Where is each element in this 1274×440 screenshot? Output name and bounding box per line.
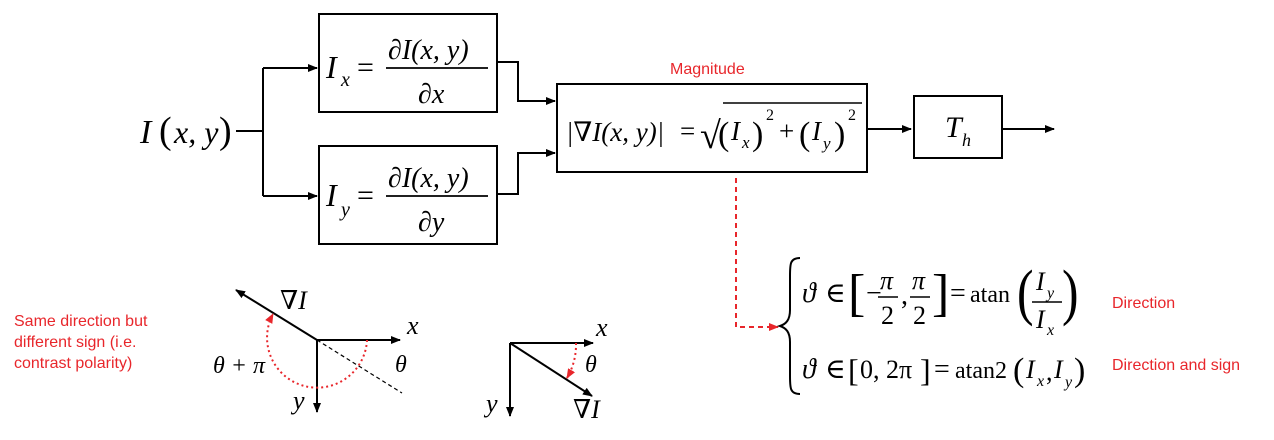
right-x-label: x — [595, 313, 608, 342]
magnitude-box — [556, 83, 868, 173]
input-rparen: ) — [219, 110, 232, 152]
mag-t1-I: I — [730, 116, 742, 146]
mag-sqrt: √ — [700, 115, 721, 157]
dir2-range: 0, 2π — [860, 355, 912, 384]
input-I: I — [139, 114, 153, 151]
input-image-label: I ( x, y ) — [139, 110, 232, 152]
dir2-theta: ϑ — [802, 354, 817, 385]
dir2-eq: = — [934, 354, 950, 385]
dir1-rp: ) — [1062, 259, 1079, 327]
left-theta-pi-label: θ + π — [213, 353, 266, 379]
dir2-lb: [ — [848, 352, 859, 388]
left-opposite-dashed — [316, 339, 403, 394]
dir2-rb: ] — [920, 352, 931, 388]
direction-connector — [735, 178, 779, 331]
mag-t1-sub: x — [741, 133, 750, 152]
dir1-eq: = — [950, 278, 966, 309]
dir2-rp: ) — [1074, 352, 1085, 389]
ix-I: I — [325, 49, 338, 85]
left-grad-label: ∇I — [280, 286, 308, 315]
dir1-comma: , — [901, 280, 908, 311]
input-splitter — [236, 64, 318, 200]
dir1-lb: [ — [848, 265, 865, 322]
dir1-two1: 2 — [881, 301, 894, 330]
dir2-Ix-sub: x — [1036, 373, 1044, 390]
ix-eq: = — [357, 51, 374, 84]
right-y-label: y — [483, 389, 498, 418]
dir1-minus: − — [866, 278, 882, 309]
derivative-y-formula: I y = ∂I(x, y) ∂y — [325, 163, 488, 238]
dir2-Iy: I — [1053, 355, 1064, 384]
dir2-atan2: atan2 — [955, 358, 1007, 384]
derivative-x-box — [318, 13, 498, 113]
dir2-Iy-sub: y — [1063, 374, 1073, 391]
direction-brace — [776, 257, 801, 395]
mag-eq: = — [680, 116, 695, 146]
dir1-Ix: I — [1035, 305, 1046, 334]
direction-equations: ϑ ∈ [ − π 2 , π 2 ] = atan ( I y I x ) ϑ… — [776, 257, 1085, 395]
dir2-Ix: I — [1025, 355, 1036, 384]
iy-num: ∂I(x, y) — [388, 163, 469, 194]
dir1-two2: 2 — [913, 301, 926, 330]
input-args: x, y — [173, 114, 219, 150]
threshold-box — [913, 95, 1003, 159]
right-axes-diagram: x y ∇I θ — [483, 313, 608, 424]
threshold-sub: h — [962, 130, 971, 150]
mag-t1-rp: ) — [752, 116, 763, 153]
iy-eq: = — [357, 179, 374, 212]
dir1-atan: atan — [970, 282, 1010, 308]
magnitude-label: Magnitude — [670, 61, 745, 78]
polarity-note-line2: different sign (i.e. — [14, 334, 136, 351]
mag-t2-lp: ( — [799, 116, 810, 153]
direction-sign-label: Direction and sign — [1112, 357, 1240, 374]
right-theta-arc — [566, 342, 578, 379]
mag-t2-sub: y — [821, 134, 831, 153]
dir1-pi2: π — [912, 266, 926, 295]
threshold-T: T — [945, 111, 964, 144]
mag-lhs: |∇I(x, y)| — [566, 117, 664, 147]
connector-lines — [497, 61, 556, 195]
left-theta-pi-arc — [265, 313, 368, 389]
right-grad-label: ∇I — [573, 395, 601, 424]
left-gradient-vector — [235, 289, 318, 341]
iy-I: I — [325, 177, 338, 213]
dir2-in: ∈ — [825, 354, 846, 385]
derivative-x-formula: I x = ∂I(x, y) ∂x — [325, 35, 488, 110]
dir1-pi1: π — [880, 266, 894, 295]
dir1-theta: ϑ — [802, 278, 817, 309]
mag-plus: + — [779, 116, 794, 146]
dir1-in: ∈ — [825, 278, 846, 309]
magnitude-formula: |∇I(x, y)| = √ ( I x ) 2 + ( I y ) 2 — [566, 102, 862, 157]
left-theta-label: θ — [395, 352, 407, 378]
iy-sub: y — [339, 199, 350, 221]
derivative-y-box — [318, 145, 498, 245]
direction-label: Direction — [1112, 295, 1175, 312]
dir2-comma: , — [1046, 357, 1053, 386]
ix-den: ∂x — [418, 79, 445, 110]
mag-t1-sup: 2 — [766, 107, 774, 124]
iy-den: ∂y — [418, 207, 445, 238]
right-gradient-vector — [509, 342, 593, 397]
dir1-Iy-sub: y — [1045, 285, 1055, 302]
mag-t1-lp: ( — [718, 116, 729, 153]
ix-sub: x — [340, 69, 350, 91]
polarity-note-line3: contrast polarity) — [14, 355, 132, 372]
left-x-label: x — [406, 311, 419, 340]
input-lparen: ( — [159, 110, 172, 152]
dir1-lp: ( — [1017, 259, 1034, 327]
mag-t2-sup: 2 — [848, 107, 856, 124]
dir1-Ix-sub: x — [1046, 322, 1054, 339]
ix-num: ∂I(x, y) — [388, 35, 469, 66]
mag-t2-rp: ) — [834, 116, 845, 153]
mag-t2-I: I — [811, 116, 823, 146]
dir1-Iy: I — [1035, 267, 1046, 296]
dir2-lp: ( — [1013, 352, 1024, 389]
left-axes-diagram: Same direction but different sign (i.e. … — [14, 286, 419, 415]
polarity-note-line1: Same direction but — [14, 313, 148, 330]
right-theta-label: θ — [585, 352, 597, 378]
dir1-rb: ] — [932, 265, 949, 322]
left-y-label: y — [290, 386, 305, 415]
